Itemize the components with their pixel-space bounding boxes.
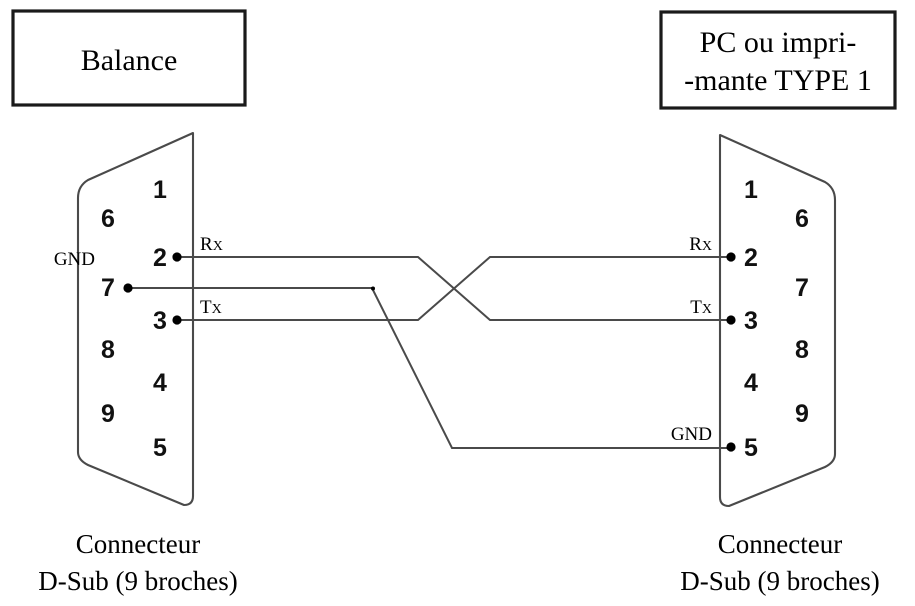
connector-right — [718, 133, 837, 508]
pin-dot-right-3 — [726, 315, 736, 325]
device-box-left: Balance — [11, 9, 247, 107]
wire-tx-line — [177, 256, 731, 321]
device-box-left-outline — [11, 9, 247, 107]
pin-right-5: 5 — [744, 434, 758, 462]
pin-dot-left-2 — [172, 252, 182, 262]
pin-dot-left-7 — [123, 283, 133, 293]
pin-right-4: 4 — [744, 369, 758, 397]
pin-left-7: 7 — [101, 274, 115, 302]
caption-right-line2: D-Sub (9 broches) — [680, 566, 879, 596]
connector-left-outline — [76, 131, 195, 507]
pin-dot-right-5 — [726, 442, 736, 452]
connector-left — [76, 131, 195, 507]
wire-gnd-line — [128, 287, 731, 449]
label-right-rx: RX — [689, 234, 712, 255]
device-box-left-label: Balance — [81, 44, 178, 77]
pin-left-8: 8 — [101, 336, 115, 364]
pin-right-8: 8 — [795, 336, 809, 364]
device-box-right-outline — [659, 10, 897, 110]
pin-left-9: 9 — [101, 400, 115, 428]
label-left-tx: TX — [200, 297, 222, 318]
pin-right-7: 7 — [795, 274, 809, 302]
pin-left-6: 6 — [101, 205, 115, 233]
connector-right-outline — [718, 133, 837, 508]
signal-labels-left: GND RX TX — [54, 234, 223, 318]
device-box-right: PC ou impri- -mante TYPE 1 — [659, 10, 897, 110]
device-box-right-label-line2: -mante TYPE 1 — [684, 64, 872, 97]
label-right-tx: TX — [690, 297, 712, 318]
label-right-tx-sub: X — [702, 302, 712, 317]
caption-right-line1: Connecteur — [718, 529, 842, 559]
label-right-gnd: GND — [671, 424, 712, 445]
label-right-rx-sub: X — [702, 239, 712, 254]
pin-right-6: 6 — [795, 205, 809, 233]
caption-left: Connecteur D-Sub (9 broches) — [38, 529, 237, 596]
label-left-rx-sub: X — [213, 239, 223, 254]
caption-left-line2: D-Sub (9 broches) — [38, 566, 237, 596]
label-right-rx-main: R — [689, 234, 702, 255]
device-box-right-label-line1: PC ou impri- — [700, 26, 857, 59]
wire-group — [128, 256, 731, 449]
wire-crossing-dot — [371, 286, 375, 291]
signal-labels-right: RX TX GND — [671, 234, 712, 445]
pin-right-3: 3 — [744, 307, 758, 335]
label-left-rx: RX — [200, 234, 223, 255]
pin-dot-right-2 — [726, 252, 736, 262]
caption-left-line1: Connecteur — [76, 529, 200, 559]
pin-right-2: 2 — [744, 244, 758, 272]
label-left-rx-main: R — [200, 234, 213, 255]
caption-right: Connecteur D-Sub (9 broches) — [680, 529, 879, 596]
pin-right-1: 1 — [744, 176, 758, 204]
label-left-tx-main: T — [200, 297, 212, 318]
pin-left-3: 3 — [153, 307, 167, 335]
pin-left-1: 1 — [153, 176, 167, 204]
connector-right-pins: 1 6 2 7 3 8 4 9 5 — [726, 176, 809, 462]
pin-dot-left-3 — [172, 315, 182, 325]
connector-left-pins: 1 6 2 7 3 8 4 9 5 — [101, 176, 182, 462]
label-right-tx-main: T — [690, 297, 702, 318]
label-left-gnd: GND — [54, 249, 95, 270]
pin-left-2: 2 — [153, 244, 167, 272]
pin-right-9: 9 — [795, 400, 809, 428]
pin-left-5: 5 — [153, 434, 167, 462]
label-left-tx-sub: X — [212, 302, 222, 317]
pin-left-4: 4 — [153, 369, 167, 397]
